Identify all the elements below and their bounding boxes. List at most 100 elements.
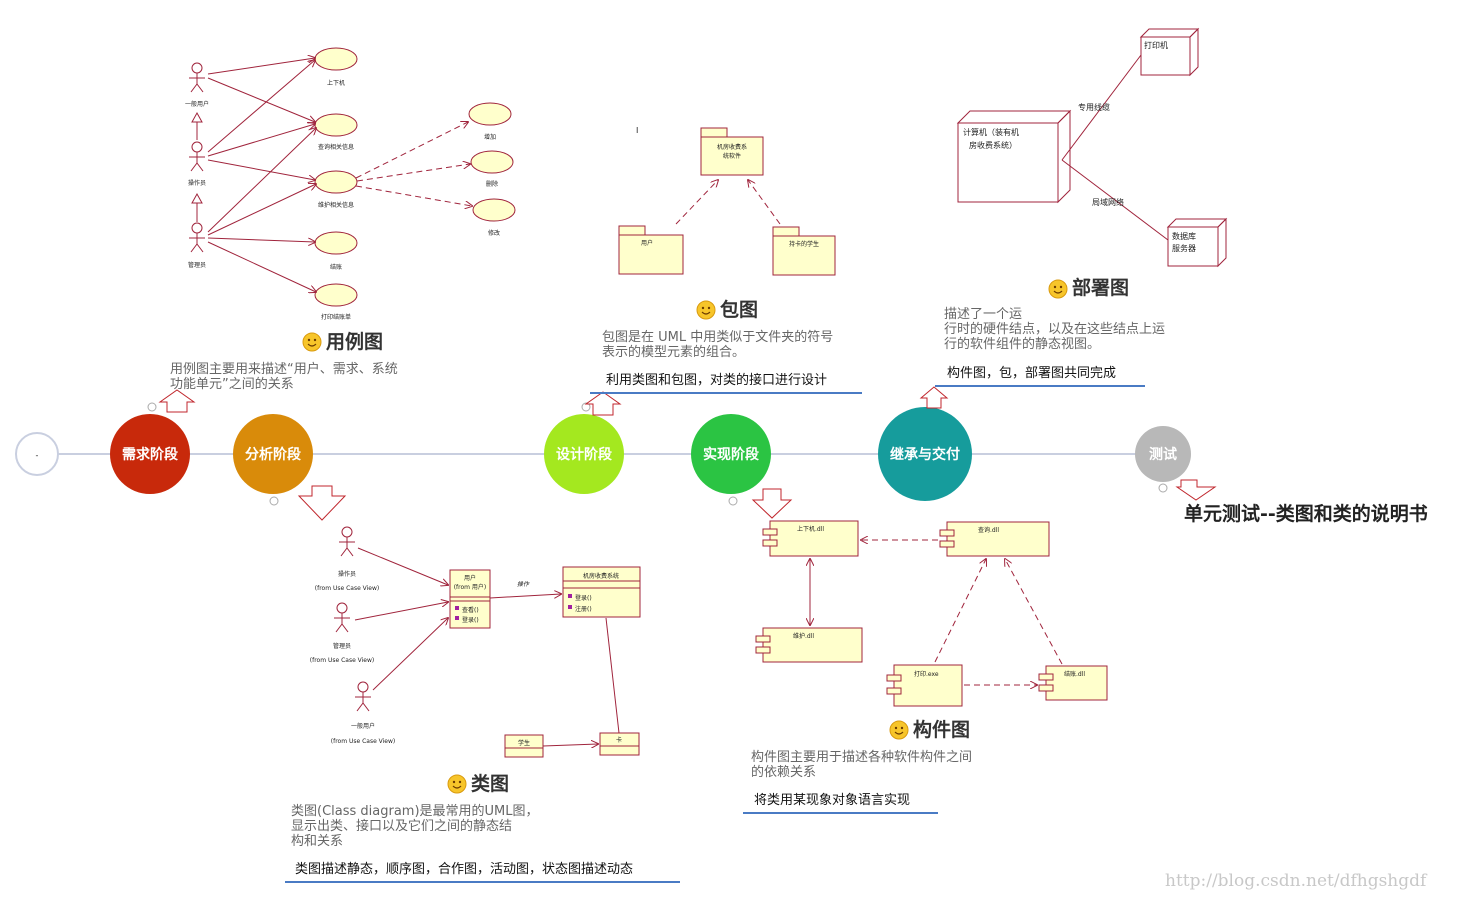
actor-label: 操作员 <box>338 570 356 578</box>
class-box-system <box>562 566 641 618</box>
usecase-ellipse <box>470 150 514 174</box>
up-arrow-icon <box>584 391 622 416</box>
usecase-label: 删除 <box>486 180 498 188</box>
stage-analysis-node[interactable] <box>233 414 313 494</box>
smiley-icon <box>889 720 909 740</box>
actor-from-label: (from Use Case View) <box>315 585 380 592</box>
component-label: 打印.exe <box>914 670 939 678</box>
actor-icon <box>338 526 356 557</box>
usecase-ellipse <box>314 231 358 255</box>
deploy-desc-line: 行的软件组件的静态视图。 <box>944 336 1100 352</box>
class-name: 学生 <box>518 739 530 747</box>
stage-analysis[interactable]: 分析阶段 <box>233 414 313 506</box>
timeline-start-node[interactable] <box>15 432 59 476</box>
package-title: 包图 <box>720 298 758 321</box>
deploy-desc-line: 描述了一个运 <box>944 307 1022 322</box>
package-note: 利用类图和包图，对类的接口进行设计 <box>606 372 827 388</box>
stage-implementation[interactable]: 实现阶段 <box>691 414 771 506</box>
usecase-ellipse <box>314 113 358 137</box>
component-label: 上下机.dll <box>797 525 824 533</box>
class-note: 类图描述静态，顺序图，合作图，活动图，状态图描述动态 <box>295 862 633 877</box>
node-box <box>1167 226 1219 267</box>
component-note: 将类用某现象对象语言实现 <box>754 793 910 808</box>
stage-implementation-label: 实现阶段 <box>703 446 759 463</box>
component-box: 查询.dll <box>939 521 1050 557</box>
component-label: 结账.dll <box>1064 670 1085 678</box>
package-diagram: I 机房收费系 统软件 用户 持卡的学生 包图 包图是在 UML 中用类似于文件… <box>590 126 862 394</box>
stage-requirements-node[interactable] <box>110 414 190 494</box>
testing-title: 单元测试--类图和类的说明书 <box>1184 502 1428 525</box>
stage-delivery-label: 继承与交付 <box>890 446 960 463</box>
collapse-toggle[interactable] <box>269 496 279 506</box>
connector-arrows <box>158 386 1217 521</box>
class-name: 卡 <box>616 736 622 744</box>
actor-icon <box>188 141 206 172</box>
package-box <box>700 136 764 176</box>
node-box <box>1140 36 1191 76</box>
package-label: 持卡的学生 <box>789 240 819 248</box>
class-method: 登录() <box>575 594 592 602</box>
deploy-note: 构件图，包，部署图共同完成 <box>947 366 1116 381</box>
up-arrow-icon <box>919 386 949 409</box>
package-box <box>618 234 684 275</box>
class-diagram: 操作员 (from Use Case View) 管理员 (from Use C… <box>285 526 680 883</box>
class-from: (from 用户) <box>454 583 487 591</box>
deploy-title: 部署图 <box>1072 276 1129 299</box>
collapse-toggle[interactable] <box>581 402 591 412</box>
down-arrow-icon <box>751 488 793 519</box>
package-label: 用户 <box>641 239 653 247</box>
usecase-ellipse <box>468 102 512 126</box>
deployment-diagram: 计算机（装有机 房收费系统） 打印机 数据库 服务器 专用线缆 局域网络 部署图… <box>935 27 1228 387</box>
deploy-desc-line: 行时的硬件结点，以及在这些结点上运 <box>944 321 1165 337</box>
component-label: 查询.dll <box>978 526 999 534</box>
collapse-toggle[interactable] <box>1158 483 1168 493</box>
actor-label: 管理员 <box>333 642 351 650</box>
stage-testing-label: 测试 <box>1149 446 1177 463</box>
component-box: 维护.dll <box>755 627 863 663</box>
class-method: 查看() <box>462 606 479 614</box>
actor-icon <box>333 602 351 633</box>
usecase-ellipse <box>314 283 358 307</box>
stage-design-node[interactable] <box>544 414 624 494</box>
stage-analysis-label: 分析阶段 <box>245 446 301 463</box>
stage-requirements-label: 需求阶段 <box>122 446 178 463</box>
down-arrow-icon <box>1175 479 1217 501</box>
association-label: 操作 <box>517 580 530 588</box>
usecase-label: 打印结账单 <box>321 313 351 321</box>
actor-label: 管理员 <box>188 261 206 269</box>
collapse-toggle[interactable] <box>147 402 157 412</box>
smiley-icon <box>1048 279 1068 299</box>
stage-design[interactable]: 设计阶段 <box>544 402 624 494</box>
class-desc-line: 类图(Class diagram)是最常用的UML图， <box>291 803 539 819</box>
stage-implementation-node[interactable] <box>691 414 771 494</box>
component-desc-line: 的依赖关系 <box>751 764 816 780</box>
usecase-diagram: 一般用户 操作员 管理员 上下机 查询相关信息 维护相关信息 结账 打印结账单 … <box>170 47 516 392</box>
node-label: 打印机 <box>1144 40 1168 50</box>
component-box: 上下机.dll <box>762 520 859 557</box>
usecase-label: 增加 <box>484 133 496 141</box>
stage-testing-node[interactable] <box>1135 426 1191 482</box>
node-label: 计算机（装有机 <box>963 127 1019 137</box>
smiley-icon <box>447 774 467 794</box>
text-cursor-icon: I <box>636 126 638 135</box>
actor-icon <box>188 222 206 253</box>
collapse-toggle[interactable] <box>728 496 738 506</box>
class-title: 类图 <box>471 772 509 795</box>
stage-delivery-node[interactable] <box>878 407 972 501</box>
class-method: 登录() <box>462 616 479 624</box>
usecase-label: 维护相关信息 <box>318 201 354 209</box>
usecase-desc-line: 功能单元”之间的关系 <box>170 376 294 392</box>
stage-requirements[interactable]: 需求阶段 <box>110 402 190 494</box>
usecase-ellipse <box>314 47 358 71</box>
actor-icon <box>354 681 372 712</box>
component-label: 维护.dll <box>793 632 814 640</box>
package-desc-line: 表示的模型元素的组合。 <box>602 344 745 360</box>
node-label: 数据库 <box>1172 231 1196 241</box>
package-label: 统软件 <box>723 152 741 160</box>
stage-testing[interactable]: 测试 <box>1135 426 1191 493</box>
usecase-desc-line: 用例图主要用来描述“用户、需求、系统 <box>170 361 398 377</box>
node-label: 服务器 <box>1172 243 1196 253</box>
stage-delivery[interactable]: 继承与交付 <box>878 407 972 501</box>
smiley-icon <box>302 332 322 352</box>
